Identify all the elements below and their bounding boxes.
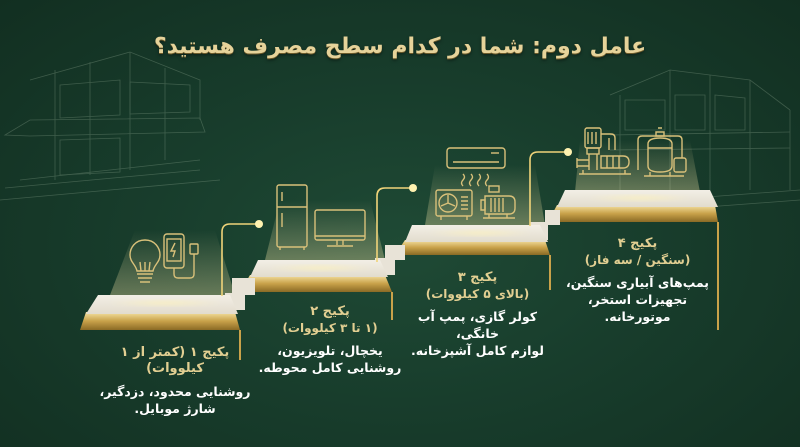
package-2-description: یخچال، تلویزیون، روشنایی کامل محوطه.: [255, 342, 405, 376]
package-2-range: (۱ تا ۳ کیلووات): [282, 321, 378, 335]
ac-outdoor-unit-icon: [435, 189, 473, 220]
package-4-name: پکیج ۴: [617, 236, 658, 251]
pool-filter-icon: [637, 127, 687, 177]
package-2: پکیج ۲ (۱ تا ۳ کیلووات) یخچال، تلویزیون،…: [255, 304, 405, 376]
package-4-range: (سنگین / سه فاز): [584, 253, 691, 267]
page-title: عامل دوم: شما در کدام سطح مصرف هستید؟: [153, 34, 647, 59]
water-pump-icon: [480, 185, 516, 219]
package-3-desc-line: لوازم کامل آشپزخانه.: [411, 343, 544, 358]
package-3-description: کولر گازی، پمپ آب خانگی، لوازم کامل آشپز…: [395, 308, 560, 359]
package-3-desc-line: کولر گازی، پمپ آب خانگی،: [417, 309, 538, 341]
irrigation-pump-icon: [576, 127, 631, 175]
refrigerator-icon: [276, 184, 308, 250]
package-3: پکیج ۳ (بالای ۵ کیلووات) کولر گازی، پمپ …: [395, 270, 560, 359]
package-2-desc-line: روشنایی کامل محوطه.: [258, 360, 402, 375]
light-bulb-icon: [129, 239, 161, 283]
package-4-desc-line: پمپ‌های آبیاری سنگین،: [565, 275, 710, 290]
package-1-title: پکیج ۱ (کمتر از ۱ کیلووات): [120, 345, 230, 376]
package-4-description: پمپ‌های آبیاری سنگین، تجهیزات استخر، موت…: [555, 274, 720, 325]
package-4-desc-line: تجهیزات استخر،: [587, 292, 688, 307]
house-sketch-left: [0, 51, 220, 201]
package-1: پکیج ۱ (کمتر از ۱ کیلووات) روشنایی محدود…: [90, 345, 260, 417]
phone-charging-icon: [163, 233, 199, 279]
package-4: پکیج ۴ (سنگین / سه فاز) پمپ‌های آبیاری س…: [555, 236, 720, 325]
air-conditioner-icon: [446, 147, 506, 187]
package-2-desc-line: یخچال، تلویزیون،: [277, 343, 383, 358]
package-1-description: روشنایی محدود، دزدگیر، شارژ موبایل.: [90, 383, 260, 417]
package-3-name: پکیج ۳: [457, 270, 498, 285]
package-1-desc-line: روشنایی محدود، دزدگیر،: [99, 384, 251, 399]
package-2-name: پکیج ۲: [310, 304, 350, 319]
package-3-range: (بالای ۵ کیلووات): [425, 287, 530, 301]
package-4-desc-line: موتورخانه.: [604, 309, 671, 324]
television-icon: [314, 209, 366, 247]
package-1-desc-line: شارژ موبایل.: [134, 401, 216, 416]
